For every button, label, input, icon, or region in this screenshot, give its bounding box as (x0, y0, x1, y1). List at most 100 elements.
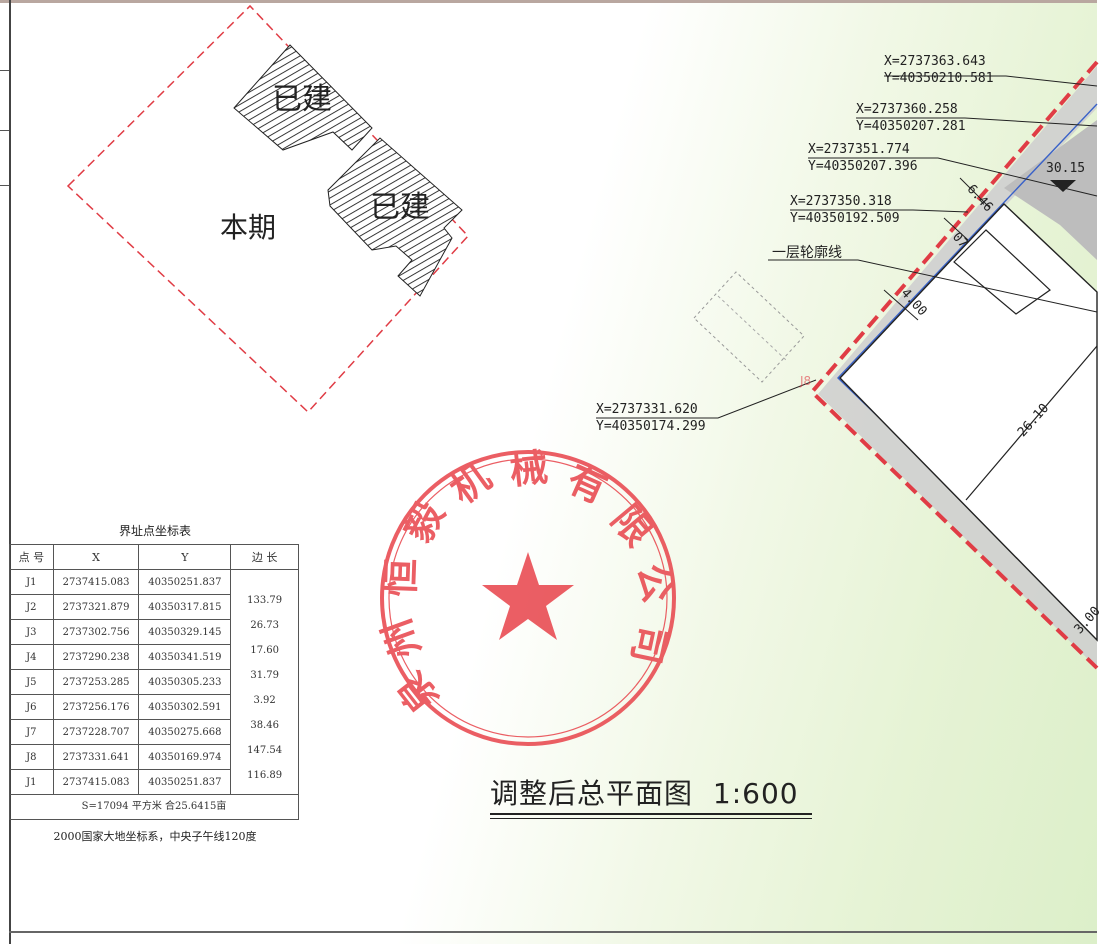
coordinate-y: Y=40350174.299 (596, 419, 706, 434)
cell-point: J3 (9, 619, 54, 645)
frame-tick (0, 130, 9, 131)
company-seal: 泉 州 恒 毅 机 械 有 限 公 司 (375, 445, 681, 746)
cell-y: 40350251.837 (138, 569, 232, 595)
coordinate-label: X=2737351.774 Y=40350207.396 (808, 141, 918, 175)
table-row: J2 2737321.879 40350317.815 133.79 (9, 594, 299, 620)
adjacent-building (693, 271, 805, 383)
cell-edge: 147.54 (230, 744, 299, 770)
boundary-point-marker: J8 (800, 374, 812, 388)
cell-y: 40350317.815 (138, 594, 232, 620)
cell-x: 2737415.083 (52, 569, 140, 595)
cell-edge: 3.92 (230, 694, 299, 720)
cell-x: 2737228.707 (52, 719, 140, 745)
coordinate-label: X=2737331.620 Y=40350174.299 (596, 401, 706, 435)
svg-text:械: 械 (507, 445, 549, 493)
cell-y: 40350275.668 (138, 719, 232, 745)
existing-building-1 (233, 44, 373, 151)
coordinate-label: X=2737360.258 Y=40350207.281 (856, 101, 966, 135)
gray-pad (1004, 120, 1097, 260)
table-row: J1 2737415.083 40350251.837 116.89 (9, 769, 299, 795)
coordinate-table: 点 号 X Y 边 长 J1 2737415.083 40350251.837 … (9, 544, 299, 795)
cell-point: J6 (9, 694, 54, 720)
cell-x: 2737321.879 (52, 594, 140, 620)
cell-edge: 133.79 (230, 594, 299, 620)
coordinate-y: Y=40350210.581 (884, 71, 994, 86)
phase-label: 本期 (220, 211, 277, 244)
header-edge: 边 长 (230, 544, 299, 570)
table-row: J1 2737415.083 40350251.837 (9, 569, 299, 595)
existing-building-2 (327, 137, 463, 297)
svg-text:司: 司 (623, 622, 674, 668)
built-label-2: 已建 (370, 190, 430, 225)
site-boundary-line (809, 60, 1099, 670)
frame-left-border (9, 0, 11, 944)
cell-edge: 116.89 (230, 769, 299, 795)
title-underline (490, 813, 812, 815)
cell-point: J5 (9, 669, 54, 695)
cell-y: 40350169.974 (138, 744, 232, 770)
table-title: 界址点坐标表 (118, 524, 191, 538)
boundary-coordinate-table: 界址点坐标表 点 号 X Y 边 长 J1 2737415.083 403502… (9, 518, 301, 844)
table-row: J3 2737302.756 40350329.145 26.73 (9, 619, 299, 645)
cell-x: 2737415.083 (52, 769, 140, 795)
table-row: J6 2737256.176 40350302.591 3.92 (9, 694, 299, 720)
coordinate-y: Y=40350192.509 (790, 211, 900, 226)
svg-text:恒: 恒 (378, 558, 423, 598)
cell-point: J8 (9, 744, 54, 770)
cell-y: 40350341.519 (138, 644, 232, 670)
cell-x: 2737331.641 (52, 744, 140, 770)
cell-edge: 17.60 (230, 644, 299, 670)
cell-y: 40350329.145 (138, 619, 232, 645)
header-y: Y (138, 544, 232, 570)
frame-tick (0, 185, 9, 186)
svg-text:机: 机 (442, 455, 499, 513)
coordinate-x: X=2737350.318 (790, 194, 892, 209)
cell-point: J1 (9, 569, 54, 595)
drawing-scale: 1:600 (712, 777, 799, 810)
cell-x: 2737290.238 (52, 644, 140, 670)
table-row: J8 2737331.641 40350169.974 147.54 (9, 744, 299, 770)
drawing-title-text: 调整后总平面图 (490, 777, 694, 810)
table-row: J4 2737290.238 40350341.519 17.60 (9, 644, 299, 670)
frame-top-border (0, 0, 1097, 3)
table-row: J5 2737253.285 40350305.233 31.79 (9, 669, 299, 695)
frame-bottom-border (9, 931, 1097, 933)
cell-edge: 26.73 (230, 619, 299, 645)
table-header-row: 点 号 X Y 边 长 (9, 544, 299, 570)
built-label-1: 已建 (272, 82, 332, 117)
drawing-title: 调整后总平面图 1:600 (490, 772, 799, 812)
title-underline (490, 818, 812, 819)
building-notch (953, 229, 1051, 315)
cell-y: 40350251.837 (138, 769, 232, 795)
coordinate-x: X=2737363.643 (884, 54, 986, 69)
cell-edge: 31.79 (230, 669, 299, 695)
coordinate-system-note: 2000国家大地坐标系，中央子午线120度 (53, 830, 257, 843)
header-point: 点 号 (9, 544, 54, 570)
level-triangle (1050, 180, 1076, 192)
cell-point: J2 (9, 594, 54, 620)
coordinate-x: X=2737331.620 (596, 402, 698, 417)
cell-point: J4 (9, 644, 54, 670)
coordinate-y: Y=40350207.396 (808, 159, 918, 174)
cell-point: J7 (9, 719, 54, 745)
cell-x: 2737256.176 (52, 694, 140, 720)
coordinate-label: X=2737350.318 Y=40350192.509 (790, 193, 900, 227)
coordinate-y: Y=40350207.281 (856, 119, 966, 134)
key-plan-boundary (66, 4, 470, 414)
cell-edge (230, 569, 299, 595)
coordinate-x: X=2737351.774 (808, 142, 910, 157)
table-row: J7 2737228.707 40350275.668 38.46 (9, 719, 299, 745)
cell-y: 40350302.591 (138, 694, 232, 720)
header-x: X (52, 544, 140, 570)
coordinate-label: X=2737363.643 Y=40350210.581 (884, 53, 994, 87)
frame-tick (0, 70, 9, 71)
coordinate-x: X=2737360.258 (856, 102, 958, 117)
svg-text:限: 限 (603, 497, 661, 554)
main-building (839, 203, 1098, 642)
cell-x: 2737253.285 (52, 669, 140, 695)
cell-y: 40350305.233 (138, 669, 232, 695)
cell-point: J1 (9, 769, 54, 795)
table-area-summary: S=17094 平方米 合25.6415亩 (9, 795, 299, 820)
seal-star-icon (482, 552, 574, 640)
